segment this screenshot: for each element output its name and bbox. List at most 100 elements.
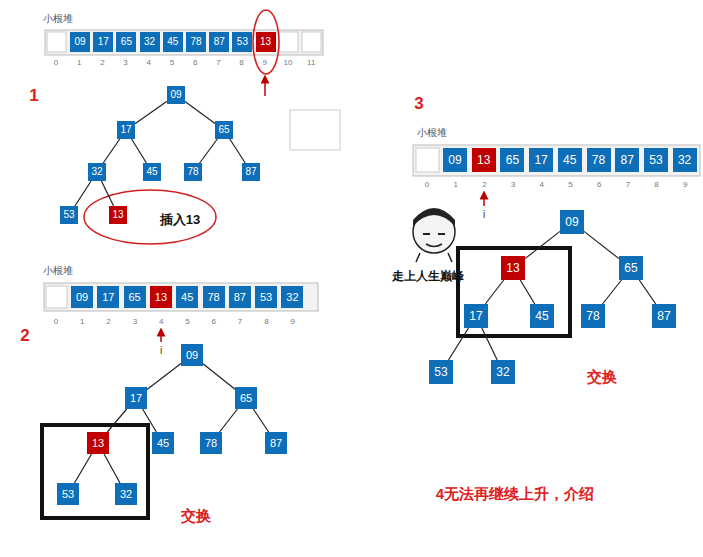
array-cell: 53: [644, 148, 668, 172]
pointer-arrow: [264, 79, 266, 96]
heap-node: 78: [200, 432, 222, 454]
array-cell: 87: [229, 286, 251, 308]
highlight-ring: [253, 10, 279, 74]
heap-node: 65: [235, 387, 257, 409]
array-cell: 45: [558, 148, 582, 172]
index-number: 11: [307, 58, 315, 67]
index-number: 2: [100, 58, 104, 67]
index-number: 2: [482, 180, 486, 189]
index-number: 9: [683, 180, 687, 189]
meme-caption: 走上人生巅峰: [392, 270, 464, 284]
index-number: 7: [626, 180, 630, 189]
step-number: 2: [20, 326, 29, 346]
array-cell: 87: [209, 32, 229, 52]
pointer-arrow: [483, 195, 485, 206]
node-value: 45: [535, 310, 548, 322]
array-strip: [44, 283, 318, 311]
node-value: 13: [112, 210, 123, 220]
node-value: 32: [91, 167, 102, 177]
heap-node: 53: [429, 360, 453, 384]
heap-node: 09: [560, 210, 584, 234]
step-number: 1: [29, 86, 38, 106]
tree-edge: [482, 328, 497, 360]
array-cell: 17: [97, 286, 119, 308]
array-cell: 32: [281, 286, 303, 308]
tree-edge: [147, 363, 181, 389]
node-value: 53: [434, 366, 447, 378]
node-value: 78: [586, 310, 599, 322]
node-value: 32: [496, 366, 509, 378]
tree-edge: [185, 102, 215, 124]
swap-frame: [42, 425, 148, 518]
pointer-arrow: [160, 332, 162, 342]
swap-note: 交换: [587, 368, 617, 385]
index-number: 8: [239, 58, 243, 67]
heap-node: 32: [115, 483, 137, 505]
tree-edge: [449, 328, 469, 360]
tree-edge: [525, 231, 560, 258]
heap-node: 45: [530, 304, 554, 328]
index-number: 9: [290, 317, 294, 326]
array-cell: 17: [93, 32, 113, 52]
node-value: 13: [506, 262, 519, 274]
index-number: 1: [453, 180, 457, 189]
index-number: 0: [54, 58, 58, 67]
heap-title: 小根堆: [43, 13, 73, 25]
node-value: 78: [187, 167, 198, 177]
index-number: 1: [80, 317, 84, 326]
index-number: 6: [193, 58, 197, 67]
heap-title: 小根堆: [417, 127, 447, 139]
array-strip: [413, 145, 700, 176]
tree-edge: [584, 231, 619, 258]
index-number: 9: [263, 58, 267, 67]
heap-node: 09: [181, 344, 203, 366]
swap-note: 交换: [181, 507, 211, 524]
node-value: 87: [245, 167, 256, 177]
node-value: 45: [157, 438, 169, 449]
index-number: 3: [511, 180, 515, 189]
index-number: 3: [133, 317, 137, 326]
tree-edge: [74, 454, 91, 483]
index-number: 5: [185, 317, 189, 326]
empty-cell: [46, 286, 67, 308]
tree-edge: [103, 139, 120, 163]
array-cell: 65: [116, 32, 136, 52]
tree-edge: [104, 454, 120, 483]
node-value: 09: [170, 90, 181, 100]
node-value: 78: [205, 438, 217, 449]
array-cell: 78: [203, 286, 225, 308]
tree-edge: [107, 409, 126, 432]
node-value: 17: [469, 310, 482, 322]
node-value: 65: [624, 262, 637, 274]
heap-node: 17: [464, 304, 488, 328]
index-number: 7: [216, 58, 220, 67]
array-cell: 13: [150, 286, 172, 308]
tree-edge: [220, 409, 238, 432]
array-cell: 13: [256, 32, 276, 52]
array-cell: 65: [500, 148, 524, 172]
pointer-label: i: [160, 345, 162, 357]
heap-node: 65: [215, 121, 233, 139]
index-number: 4: [159, 317, 163, 326]
node-value: 32: [120, 489, 132, 500]
array-cell: 78: [587, 148, 611, 172]
index-number: 2: [106, 317, 110, 326]
index-number: 10: [284, 58, 293, 67]
heap-node: 09: [167, 86, 185, 104]
heap-title: 小根堆: [43, 265, 73, 277]
heap-node: 13: [501, 256, 525, 280]
heap-node: 32: [491, 360, 515, 384]
index-number: 0: [54, 317, 58, 326]
index-number: 1: [77, 58, 81, 67]
heap-node: 45: [152, 432, 174, 454]
node-value: 53: [63, 210, 74, 220]
empty-cell: [416, 148, 439, 172]
empty-cell: [47, 32, 66, 52]
index-number: 5: [170, 58, 174, 67]
heap-node: 53: [57, 483, 79, 505]
array-cell: 32: [673, 148, 697, 172]
conclusion-note: 4无法再继续上升，介绍: [436, 485, 594, 502]
insert-note: 插入13: [160, 213, 200, 228]
